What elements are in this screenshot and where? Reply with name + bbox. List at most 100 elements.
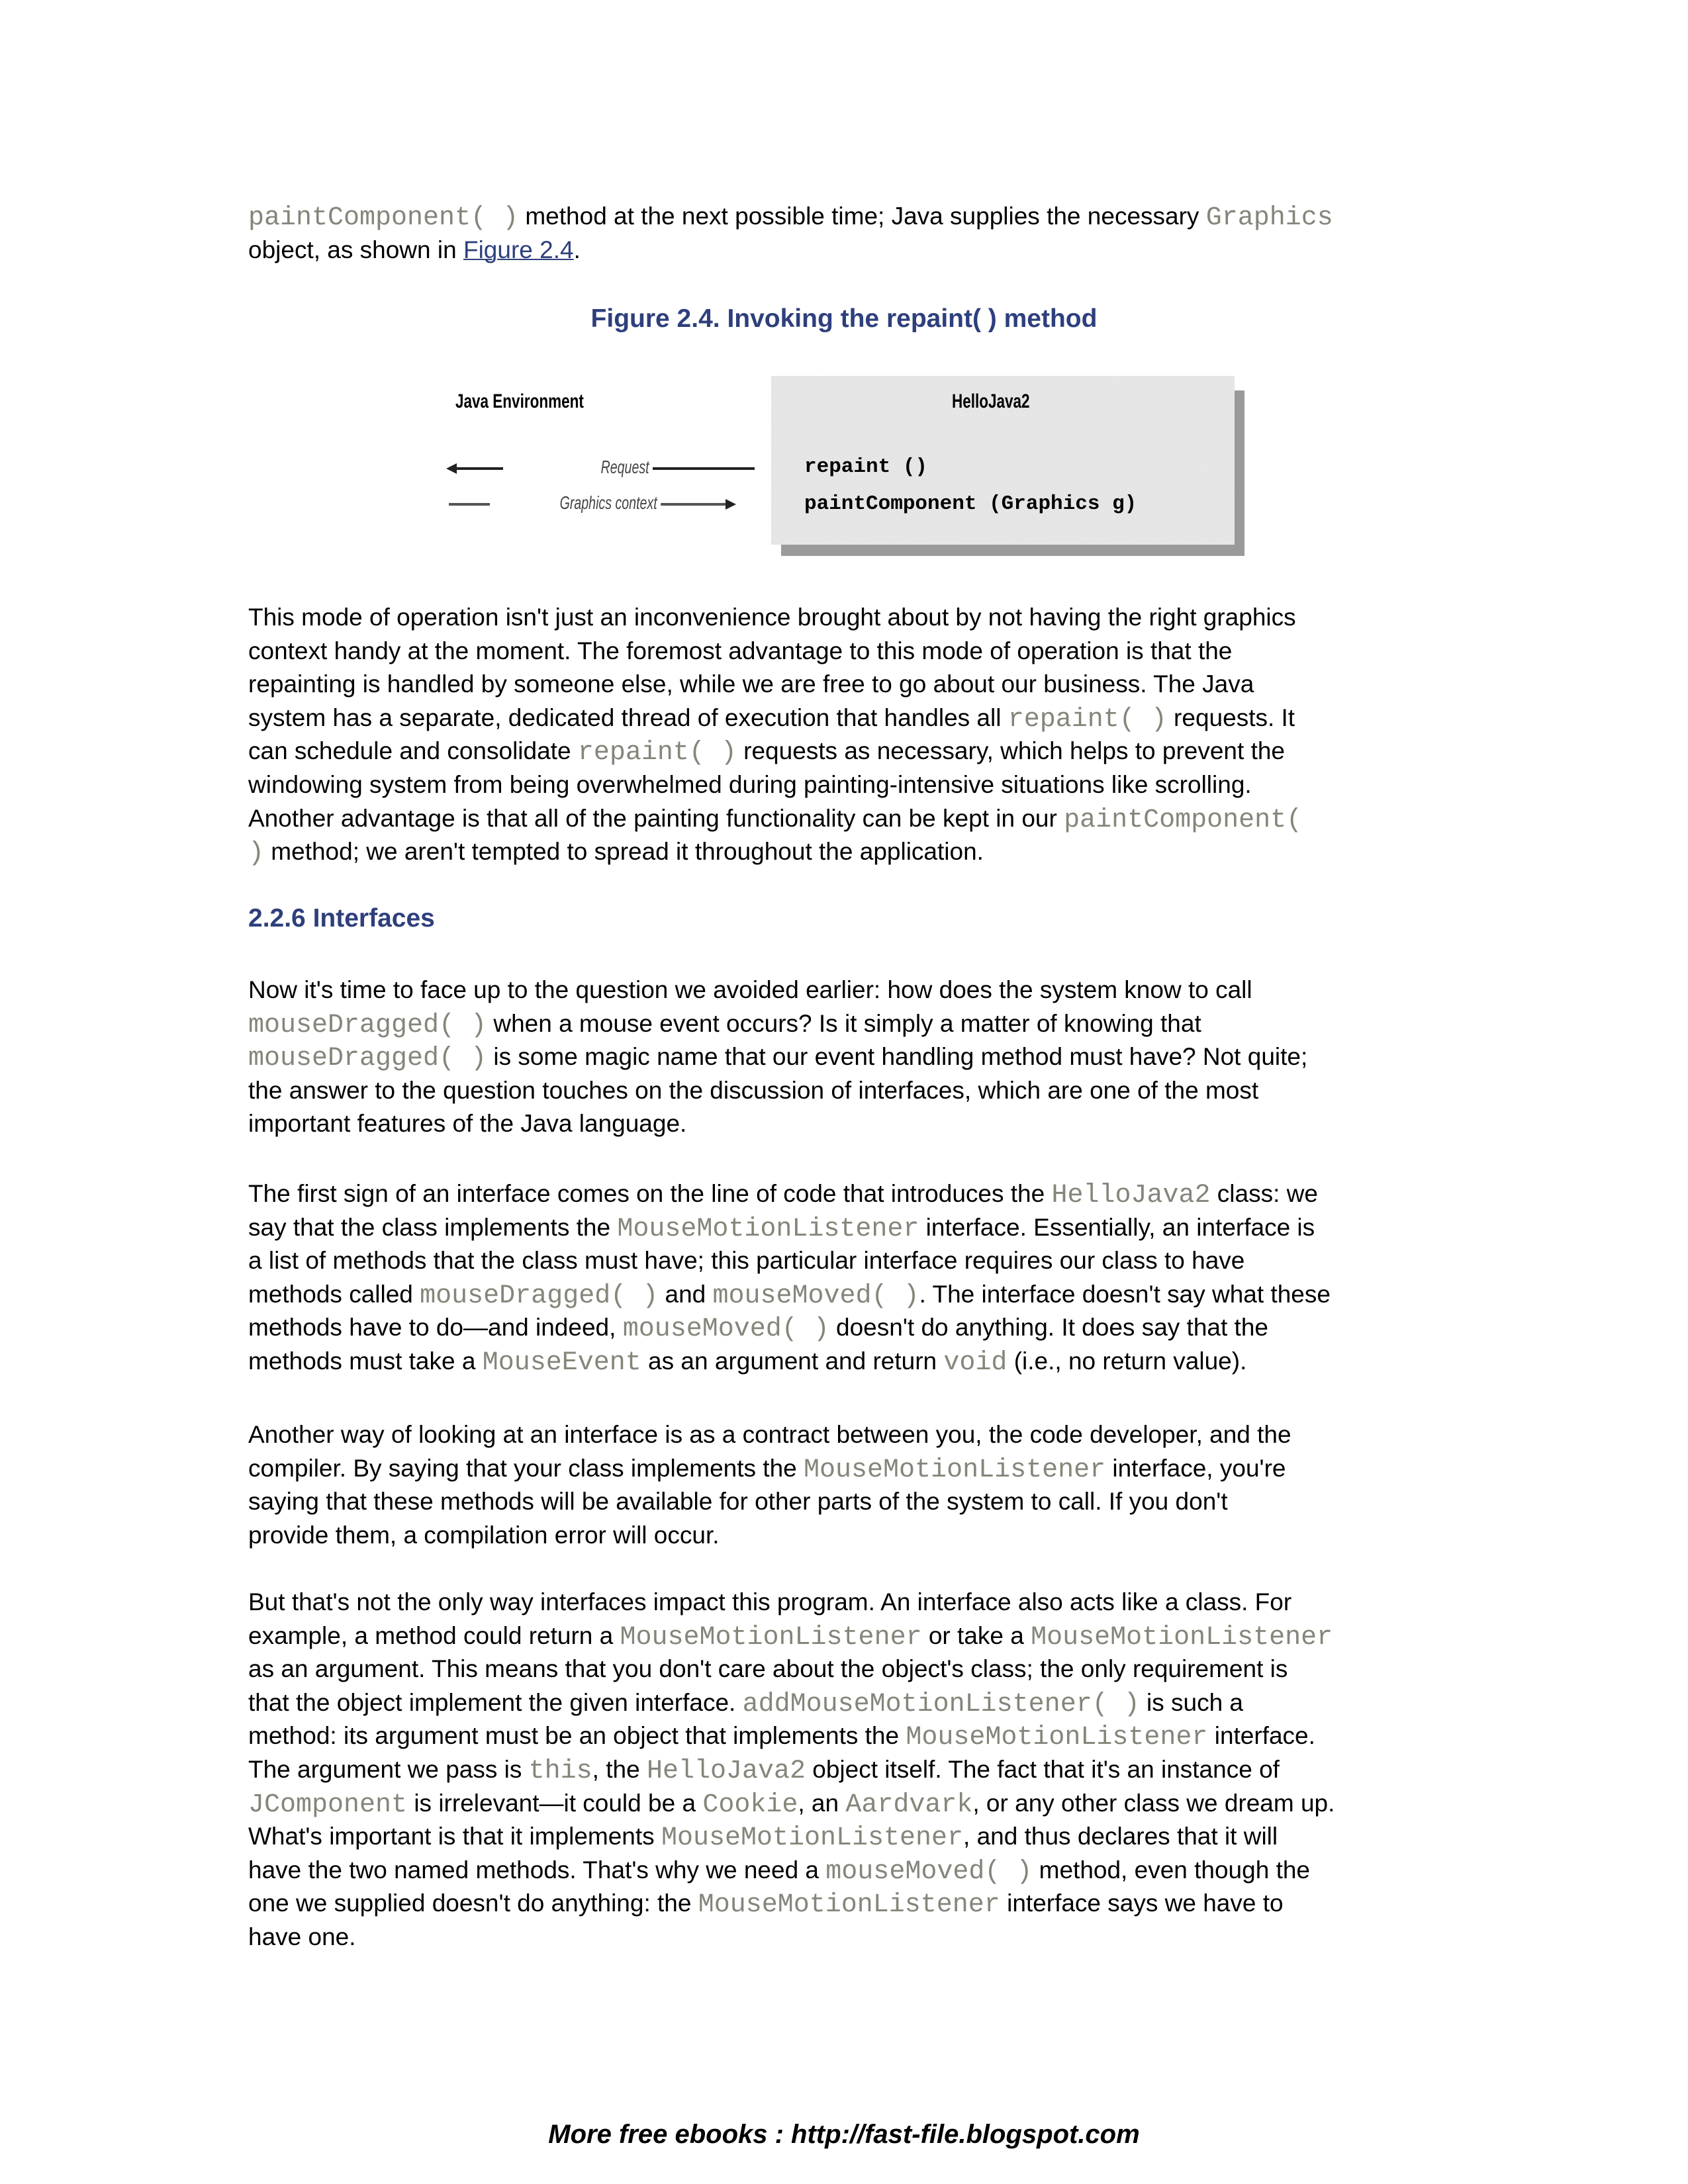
arrow-right-icon xyxy=(726,499,736,510)
inline-code: repaint( ) xyxy=(577,738,737,768)
text-run: methods must take a xyxy=(248,1347,483,1375)
text-run: saying that these methods will be availa… xyxy=(248,1488,1228,1516)
section-heading: 2.2.6 Interfaces xyxy=(248,904,435,933)
paragraph-mode-of-operation: This mode of operation isn't just an inc… xyxy=(248,601,1302,869)
text-run: as an argument. This means that you don'… xyxy=(248,1655,1288,1683)
text-run: method; we aren't tempted to spread it t… xyxy=(264,838,984,866)
text-run: requests. It xyxy=(1166,704,1295,731)
inline-code: MouseMotionListener xyxy=(661,1823,964,1854)
inline-code: mouseMoved( ) xyxy=(712,1281,919,1311)
text-run: interface, you're xyxy=(1105,1454,1286,1482)
text-run: or take a xyxy=(921,1621,1031,1649)
text-run: system has a separate, dedicated thread … xyxy=(248,704,1008,731)
footer-text: More free ebooks : http://fast-file.blog… xyxy=(548,2120,1140,2149)
inline-code: MouseMotionListener xyxy=(698,1890,1000,1921)
inline-code: repaint( ) xyxy=(1008,704,1167,735)
text-run: methods called xyxy=(248,1280,420,1308)
text-run: repainting is handled by someone else, w… xyxy=(248,670,1254,698)
text-run: a list of methods that the class must ha… xyxy=(248,1247,1245,1275)
text-run: method: its argument must be an object t… xyxy=(248,1722,906,1750)
text-line: system has a separate, dedicated thread … xyxy=(248,702,1302,735)
text-line: say that the class implements the MouseM… xyxy=(248,1211,1331,1245)
text-run: Now it's time to face up to the question… xyxy=(248,976,1252,1003)
inline-code: mouseDragged( ) xyxy=(420,1281,659,1311)
text-line: have one. xyxy=(248,1921,1335,1954)
text-run: is some magic name that our event handli… xyxy=(487,1043,1308,1071)
text-run: as an argument and return xyxy=(641,1347,944,1375)
text-line: one we supplied doesn't do anything: the… xyxy=(248,1887,1335,1921)
text-line: as an argument. This means that you don'… xyxy=(248,1653,1335,1686)
text-run: method, even though the xyxy=(1032,1856,1311,1884)
figure-title: Figure 2.4. Invoking the repaint( ) meth… xyxy=(590,304,1098,333)
figure-link[interactable]: Figure 2.4 xyxy=(463,236,574,263)
text-run: method at the next possible time; Java s… xyxy=(518,203,1206,230)
text-line: mouseDragged( ) is some magic name that … xyxy=(248,1040,1307,1074)
text-run: provide them, a compilation error will o… xyxy=(248,1521,720,1549)
text-run: the answer to the question touches on th… xyxy=(248,1076,1259,1104)
text-run: The first sign of an interface comes on … xyxy=(248,1180,1052,1207)
text-line: context handy at the moment. The foremos… xyxy=(248,635,1302,668)
text-line: paintComponent( ) method at the next pos… xyxy=(248,200,1333,234)
repaint-diagram: Java Environment HelloJava2 Request Grap… xyxy=(437,371,1258,569)
text-run: when a mouse event occurs? Is it simply … xyxy=(487,1009,1201,1037)
hellojava2-label: HelloJava2 xyxy=(952,390,1030,412)
text-line: the answer to the question touches on th… xyxy=(248,1074,1307,1108)
text-line: can schedule and consolidate repaint( ) … xyxy=(248,735,1302,768)
text-run: The argument we pass is xyxy=(248,1755,529,1783)
inline-code: mouseDragged( ) xyxy=(248,1010,487,1040)
inline-code: addMouseMotionListener( ) xyxy=(742,1689,1140,1719)
inline-code: paintComponent( xyxy=(1064,805,1303,835)
inline-code: mouseMoved( ) xyxy=(825,1856,1033,1887)
text-line: What's important is that it implements M… xyxy=(248,1820,1335,1854)
text-run: one we supplied doesn't do anything: the xyxy=(248,1889,698,1917)
paragraph-first-sign: The first sign of an interface comes on … xyxy=(248,1177,1331,1379)
text-line: ) method; we aren't tempted to spread it… xyxy=(248,835,1302,869)
text-run: requests as necessary, which helps to pr… xyxy=(736,737,1286,765)
inline-code: MouseMotionListener xyxy=(620,1622,922,1653)
inline-code: MouseMotionListener xyxy=(906,1723,1208,1753)
text-line: Another way of looking at an interface i… xyxy=(248,1418,1291,1452)
request-label: Request xyxy=(597,457,653,478)
text-line: provide them, a compilation error will o… xyxy=(248,1519,1291,1553)
text-run: This mode of operation isn't just an inc… xyxy=(248,604,1296,631)
inline-code: MouseEvent xyxy=(482,1347,641,1378)
graphics-context-label: Graphics context xyxy=(556,492,661,514)
repaint-method: repaint () xyxy=(804,455,928,478)
text-run: can schedule and consolidate xyxy=(248,737,578,765)
text-run: class: we xyxy=(1210,1180,1318,1207)
text-run: object, as shown in xyxy=(248,236,463,263)
text-line: methods called mouseDragged( ) and mouse… xyxy=(248,1278,1331,1312)
text-line: windowing system from being overwhelmed … xyxy=(248,768,1302,802)
text-run: example, a method could return a xyxy=(248,1621,620,1649)
text-line: The argument we pass is this, the HelloJ… xyxy=(248,1753,1335,1787)
text-run: is irrelevant—it could be a xyxy=(407,1789,703,1817)
text-run: that the object implement the given inte… xyxy=(248,1688,743,1716)
text-run: important features of the Java language. xyxy=(248,1110,687,1138)
text-line: object, as shown in Figure 2.4. xyxy=(248,234,1333,267)
paintcomponent-method: paintComponent (Graphics g) xyxy=(804,492,1137,516)
inline-code: Graphics xyxy=(1205,203,1333,233)
text-run: context handy at the moment. The foremos… xyxy=(248,637,1233,664)
text-run: have the two named methods. That's why w… xyxy=(248,1856,826,1884)
text-run: interface says we have to xyxy=(1000,1889,1284,1917)
inline-code: MouseMotionListener xyxy=(1031,1622,1333,1653)
text-run: interface. Essentially, an interface is xyxy=(919,1213,1315,1241)
text-line: JComponent is irrelevant—it could be a C… xyxy=(248,1787,1335,1821)
text-run: . The interface doesn't say what these xyxy=(919,1280,1331,1308)
text-run: and xyxy=(658,1280,713,1308)
text-line: method: its argument must be an object t… xyxy=(248,1719,1335,1753)
text-line: repainting is handled by someone else, w… xyxy=(248,668,1302,702)
text-run: , the xyxy=(592,1755,647,1783)
text-run: Another way of looking at an interface i… xyxy=(248,1421,1291,1448)
inline-code: ) xyxy=(248,839,265,869)
text-line: But that's not the only way interfaces i… xyxy=(248,1586,1335,1619)
text-run: have one. xyxy=(248,1923,356,1950)
text-line: methods have to do—and indeed, mouseMove… xyxy=(248,1311,1331,1345)
text-run: Another advantage is that all of the pai… xyxy=(248,804,1064,832)
text-line: mouseDragged( ) when a mouse event occur… xyxy=(248,1007,1307,1041)
text-line: Now it's time to face up to the question… xyxy=(248,974,1307,1007)
text-run: What's important is that it implements xyxy=(248,1823,661,1850)
text-line: The first sign of an interface comes on … xyxy=(248,1177,1331,1211)
text-run: , or any other class we dream up. xyxy=(972,1789,1335,1817)
text-line: This mode of operation isn't just an inc… xyxy=(248,601,1302,635)
